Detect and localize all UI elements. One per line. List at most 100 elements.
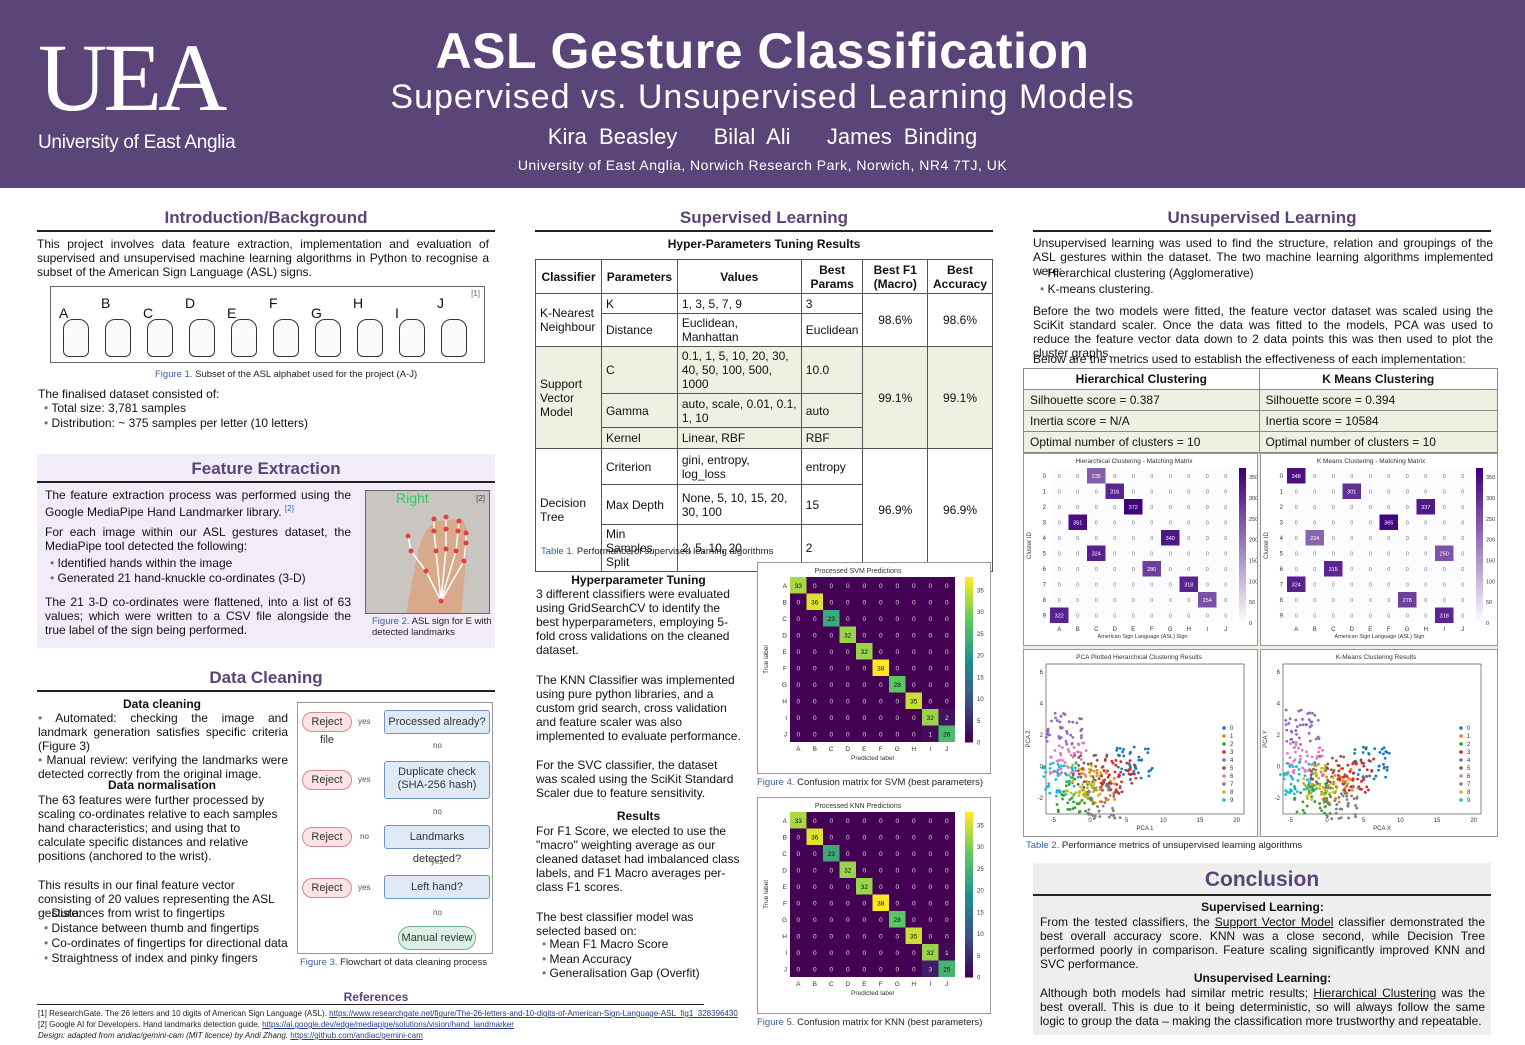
cm-cell-value: 0 [796, 665, 800, 672]
pca-point [1080, 772, 1083, 775]
cm-cell [922, 960, 939, 977]
cm-colorbar-segment [965, 589, 973, 594]
pca-point [1291, 740, 1295, 744]
mm-colorbar-segment [1239, 526, 1246, 531]
pca-point [1098, 815, 1102, 818]
pca-point [1105, 753, 1109, 757]
cm-cell [790, 593, 807, 610]
cm-cell [823, 812, 840, 829]
cm-cell-value: 0 [796, 884, 800, 891]
mm-cell-value: 0 [1150, 489, 1153, 495]
pca-point [1298, 723, 1302, 727]
reference-2-link[interactable]: https://ai.google.dev/edge/mediapipe/sol… [262, 1020, 514, 1029]
svm-f1: 99.1% [862, 346, 929, 449]
pca-point [1116, 765, 1120, 769]
mm-col-label: C [1331, 627, 1336, 633]
mm-cell-value: 0 [1369, 489, 1372, 495]
mm-cell [1398, 592, 1417, 608]
mm-cell-value: 0 [1369, 536, 1372, 542]
mm-cell [1361, 499, 1380, 515]
mm-cell [1342, 592, 1361, 608]
mm-cell-value: 0 [1313, 598, 1316, 604]
mm-row-label: 2 [1043, 505, 1047, 511]
mm-cell-value: 0 [1076, 551, 1079, 557]
pca-point [1060, 764, 1063, 768]
cm-cell [806, 676, 823, 693]
criteria-item: Mean Accuracy [542, 952, 700, 967]
cm-colorbar-segment [965, 610, 973, 615]
mm-cell-value: 0 [1387, 505, 1390, 511]
cm-cell [938, 911, 955, 928]
cm-cell [806, 927, 823, 944]
pca-legend-marker [1222, 790, 1226, 794]
mm-cell-value: 0 [1295, 567, 1298, 573]
cm-cell [922, 812, 939, 829]
cm-cell [806, 911, 823, 928]
cm-cell [938, 894, 955, 911]
pca-point [1312, 767, 1315, 771]
pca-point [1337, 817, 1341, 820]
pca-point [1318, 783, 1322, 787]
pca-point [1290, 730, 1294, 734]
mm-cell-value: 0 [1169, 582, 1172, 588]
cm-cell-value: 0 [895, 599, 899, 606]
pca-xtick: 15 [1434, 818, 1441, 824]
cm-cell-value: 0 [928, 900, 932, 907]
mm-cell-value: 0 [1387, 613, 1390, 619]
mm-col-label: E [1368, 627, 1372, 633]
knn-name: K-Nearest Neighbour [535, 293, 602, 347]
fig1-caption-label: Figure 1. [155, 369, 193, 380]
mm-cell [1305, 561, 1324, 577]
cm-cell [790, 861, 807, 878]
cm-cell [905, 709, 922, 726]
mm-colorbar-segment [1476, 530, 1483, 535]
mm-cell-value: 0 [1224, 551, 1227, 557]
table-header-row: Classifier Parameters Values Best Params… [535, 259, 993, 294]
mm-cell-value: 0 [1132, 536, 1135, 542]
mm-cell [1087, 499, 1106, 515]
pca-point [1347, 788, 1351, 792]
mm-cell [1324, 592, 1343, 608]
mm-col-label: F [1150, 627, 1154, 633]
mm-cell [1105, 592, 1124, 608]
pca-point [1301, 766, 1304, 770]
mm-cell-value: 0 [1187, 551, 1190, 557]
pca-point [1351, 771, 1355, 775]
mm-cell-value: 351 [1073, 520, 1082, 526]
mm-cell-value: 0 [1387, 551, 1390, 557]
pca-point [1305, 778, 1309, 782]
pca-point [1071, 735, 1075, 739]
pca-legend-marker [1459, 750, 1463, 754]
cm-cell [790, 643, 807, 660]
pca-point [1312, 762, 1316, 766]
pca-point [1104, 796, 1108, 800]
mm-cell-value: 0 [1424, 613, 1427, 619]
pca-point [1046, 729, 1050, 732]
cm-colorbar-segment [965, 676, 973, 681]
mm-cell [1124, 514, 1143, 530]
pca-point [1285, 771, 1288, 775]
conclusion-para1-b: classifier demonstrated the best overall… [1040, 915, 1485, 971]
pca-ytick: -2 [1275, 796, 1281, 802]
table1-title: Hyper-Parameters Tuning Results [667, 237, 861, 251]
reference-1-link[interactable]: https://www.researchgate.net/figure/The-… [329, 1009, 738, 1018]
pca-legend-label: 1 [1230, 734, 1234, 740]
mm-colorbar-segment [1476, 522, 1483, 527]
cm-cell-value: 0 [829, 933, 833, 940]
cm-colorbar-segment [965, 647, 973, 652]
cm-cell [823, 911, 840, 928]
cm-colorbar-segment [965, 865, 973, 871]
pca-point [1321, 785, 1325, 789]
pca-point [1120, 790, 1124, 794]
cm-cell [790, 610, 807, 627]
pca-point [1095, 758, 1099, 762]
pca-point [1137, 758, 1141, 762]
pca-point [1095, 768, 1099, 772]
col-hierarchical: Hierarchical Clustering [1023, 368, 1260, 390]
cm-cell [823, 894, 840, 911]
cm-row-label: D [782, 632, 787, 639]
mm-cell [1050, 499, 1069, 515]
design-credit-link[interactable]: https://github.com/andiac/gemini-cam [290, 1031, 423, 1040]
cm-cell-value: 0 [945, 665, 949, 672]
mm-cell [1435, 545, 1454, 561]
